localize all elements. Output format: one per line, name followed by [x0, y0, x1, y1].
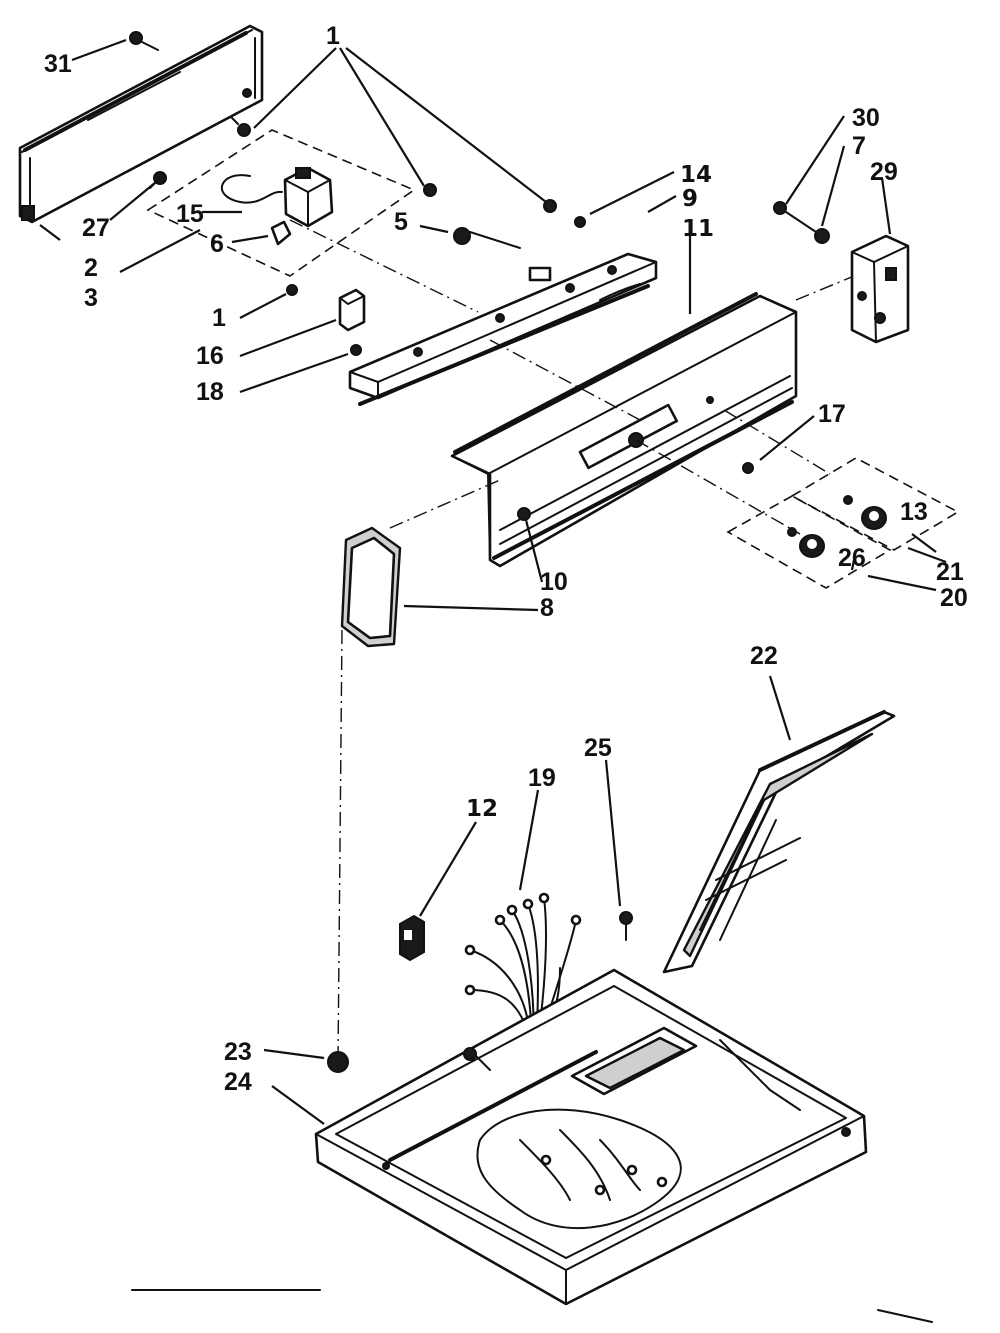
cabinet-top-part	[314, 968, 868, 1306]
end-cap-part	[340, 526, 402, 648]
callout-24: 24	[224, 1068, 252, 1096]
callout-9: 9	[682, 186, 698, 212]
screw-part-30	[773, 201, 787, 215]
callout-14: 14	[680, 162, 712, 188]
callout-12: 12	[466, 796, 498, 822]
alignment-line-d	[723, 409, 831, 475]
callout-2: 2	[84, 254, 98, 282]
callout-26: 26	[838, 544, 866, 572]
screw-part-17	[742, 462, 754, 474]
knob-part-13	[861, 506, 887, 530]
callout-19: 19	[528, 764, 556, 792]
screw-part-1-right	[543, 199, 557, 213]
screw-part-31	[129, 31, 159, 51]
timer-group-outline	[146, 129, 416, 277]
callout-13: 13	[900, 498, 928, 526]
knob-part-26	[799, 534, 825, 558]
callout-31: 31	[44, 50, 72, 78]
bracket-part-29	[850, 234, 910, 344]
alignment-line-g	[337, 629, 343, 1061]
alignment-line-f	[389, 479, 501, 529]
console-housing-part	[450, 292, 798, 568]
screw-part-14	[574, 216, 586, 228]
callout-15: 15	[176, 200, 204, 228]
callout-10: 10	[540, 568, 568, 596]
cord-part	[220, 174, 283, 204]
alignment-line-a	[289, 219, 479, 313]
knob-part-7	[785, 211, 830, 244]
alignment-line-e	[795, 275, 855, 301]
screw-part-1-mid	[423, 183, 437, 197]
callout-labels: 31 1 27 2 3 15 6 5 14 9 11 30 7 29 1 16 …	[44, 22, 968, 1096]
screw-part-18	[350, 344, 362, 356]
alignment-line-b	[489, 339, 641, 421]
spring-part-13	[843, 495, 853, 505]
callout-18: 18	[196, 378, 224, 406]
callout-5: 5	[394, 208, 408, 236]
screw-part-1-top	[231, 117, 251, 137]
connector-part-12	[399, 914, 425, 962]
corner-mark	[877, 1309, 933, 1323]
callout-21: 21	[936, 558, 964, 586]
timer-part	[283, 166, 334, 228]
plug-part-23	[327, 1051, 349, 1073]
callout-22: 22	[750, 642, 778, 670]
leader-lines	[39, 38, 947, 1125]
screw-part-25	[619, 911, 633, 941]
callout-25: 25	[584, 734, 612, 762]
callout-1-lower: 1	[212, 304, 226, 332]
callout-20: 20	[940, 584, 968, 612]
callout-8: 8	[540, 594, 554, 622]
callout-6: 6	[210, 230, 224, 258]
clip-part	[270, 220, 292, 246]
callout-30: 30	[852, 104, 880, 132]
control-bracket-part	[348, 252, 658, 406]
callout-11: 11	[682, 216, 714, 242]
callout-1-top: 1	[326, 22, 340, 50]
switch-part-16	[338, 288, 366, 332]
callout-16: 16	[196, 342, 224, 370]
knob-kit-outline-20	[726, 495, 892, 589]
spring-part-26	[787, 527, 797, 537]
alignment-line-c	[635, 439, 801, 535]
callout-7: 7	[852, 132, 866, 160]
screw-part-1-lower	[286, 284, 298, 296]
knob-shaft-part	[453, 227, 521, 249]
rear-cover-part	[662, 710, 896, 974]
callout-23: 23	[224, 1038, 252, 1066]
callout-17: 17	[818, 400, 846, 428]
callout-27: 27	[82, 214, 110, 242]
rear-panel-part	[18, 24, 264, 224]
callout-29: 29	[870, 158, 898, 186]
callout-3: 3	[84, 284, 98, 312]
knob-kit-outline-21	[790, 457, 960, 551]
